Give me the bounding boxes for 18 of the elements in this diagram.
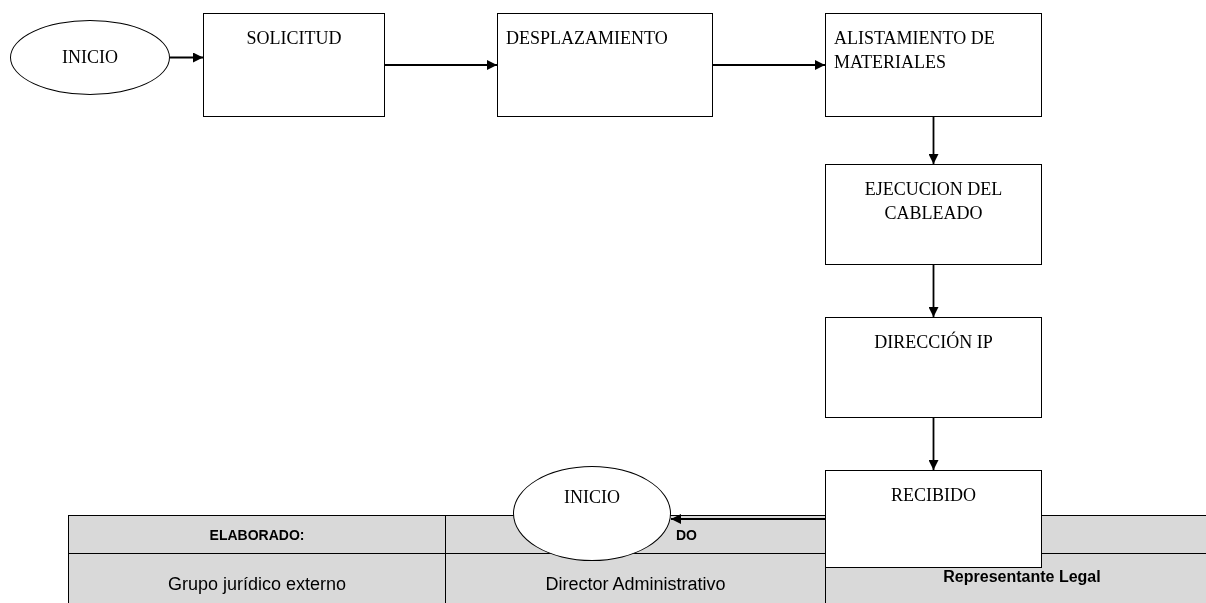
process-box: DESPLAZAMIENTO [497, 13, 713, 117]
arrow [712, 60, 826, 70]
process-box: ALISTAMIENTO DE MATERIALES [825, 13, 1042, 117]
process-box: DIRECCIÓN IP [825, 317, 1042, 418]
arrow [384, 60, 498, 70]
arrow [670, 514, 826, 524]
table-cell: ELABORADO: [68, 515, 445, 553]
process-box: SOLICITUD [203, 13, 385, 117]
process-box: RECIBIDO [825, 470, 1042, 568]
arrow [928, 116, 939, 165]
start-ellipse: INICIO [10, 20, 170, 95]
process-box: EJECUCION DEL CABLEADO [825, 164, 1042, 265]
arrow [169, 52, 204, 63]
arrow [928, 417, 939, 471]
table-cell: Director Administrativo [445, 553, 825, 603]
arrow [928, 264, 939, 318]
table-cell: Grupo jurídico externo [68, 553, 445, 603]
start-ellipse: INICIO [513, 466, 671, 561]
